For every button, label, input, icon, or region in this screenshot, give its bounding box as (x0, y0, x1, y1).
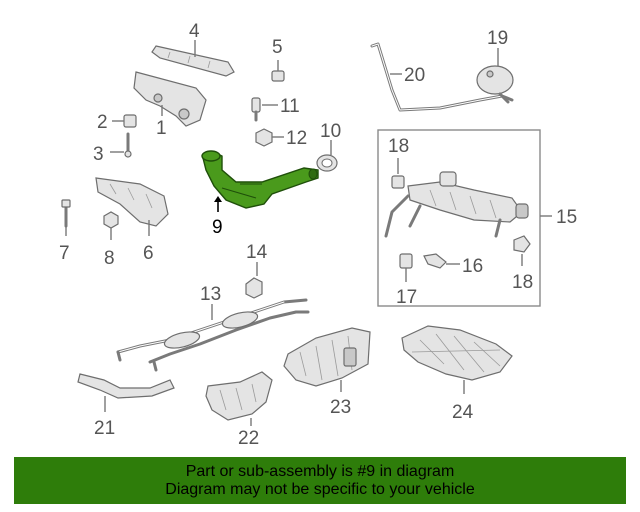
part-18-hanger-right[interactable] (513, 235, 531, 253)
callout-10: 10 (320, 121, 341, 142)
part-11-sensor[interactable] (251, 97, 261, 122)
part-17-insulator[interactable] (399, 253, 413, 269)
callout-12: 12 (286, 128, 307, 149)
callout-17: 17 (396, 287, 417, 308)
callout-11: 11 (280, 96, 300, 117)
callout-7: 7 (59, 243, 70, 264)
part-9-catalytic-converter[interactable] (201, 150, 319, 209)
part-7-bolt[interactable] (61, 199, 71, 228)
part-12-nut[interactable] (255, 128, 273, 147)
part-4-heat-shield[interactable] (151, 45, 235, 77)
callout-16: 16 (462, 256, 483, 277)
part-10-clamp[interactable] (316, 154, 338, 172)
part-22-heat-shield[interactable] (205, 371, 273, 421)
callout-2: 2 (97, 112, 108, 133)
part-1-exhaust-manifold[interactable] (133, 71, 207, 127)
part-14-gasket[interactable] (245, 277, 263, 299)
callout-21: 21 (94, 418, 115, 439)
callout-1: 1 (156, 118, 167, 139)
callout-24: 24 (452, 402, 474, 423)
callout-6: 6 (143, 243, 154, 264)
part-2-gasket[interactable] (123, 114, 137, 128)
exhaust-parts-diagram: 4 1 5 11 12 2 3 10 (59, 21, 577, 449)
notice-line-1: Part or sub-assembly is #9 in diagram (185, 462, 455, 480)
part-23-heat-shield[interactable] (283, 327, 371, 387)
notice-banner: Part or sub-assembly is #9 in diagram Di… (14, 457, 626, 504)
callout-23: 23 (330, 397, 351, 418)
callout-15: 15 (556, 207, 577, 228)
part-20-pipe[interactable] (370, 42, 514, 112)
part-6-heat-shield[interactable] (95, 177, 169, 227)
callout-9: 9 (212, 217, 223, 238)
part-15-muffler-assembly[interactable] (384, 171, 529, 238)
callout-20: 20 (404, 65, 425, 86)
part-21-pipe-bracket[interactable] (77, 373, 175, 399)
part-15-group-box (377, 129, 541, 307)
callout-3: 3 (93, 144, 104, 165)
callout-18-top: 18 (388, 136, 409, 157)
callout-4: 4 (189, 21, 200, 42)
callout-18-right: 18 (512, 272, 533, 293)
part-13-intermediate-pipe[interactable] (116, 298, 310, 372)
callout-13: 13 (200, 284, 221, 305)
part-16-bracket[interactable] (423, 253, 447, 269)
callout-19: 19 (487, 28, 508, 49)
part-18-hanger-top[interactable] (391, 175, 405, 189)
part-8-nut[interactable] (103, 211, 119, 229)
notice-line-2: Diagram may not be specific to your vehi… (165, 480, 475, 498)
callout-22: 22 (238, 428, 259, 449)
part-24-underbody-shield[interactable] (401, 325, 513, 381)
callout-14: 14 (246, 242, 268, 263)
part-3-stud[interactable] (124, 132, 132, 158)
callout-8: 8 (104, 248, 115, 269)
part-19-canister[interactable] (476, 65, 514, 104)
callout-5: 5 (272, 37, 283, 58)
part-5-bolt[interactable] (271, 60, 285, 82)
